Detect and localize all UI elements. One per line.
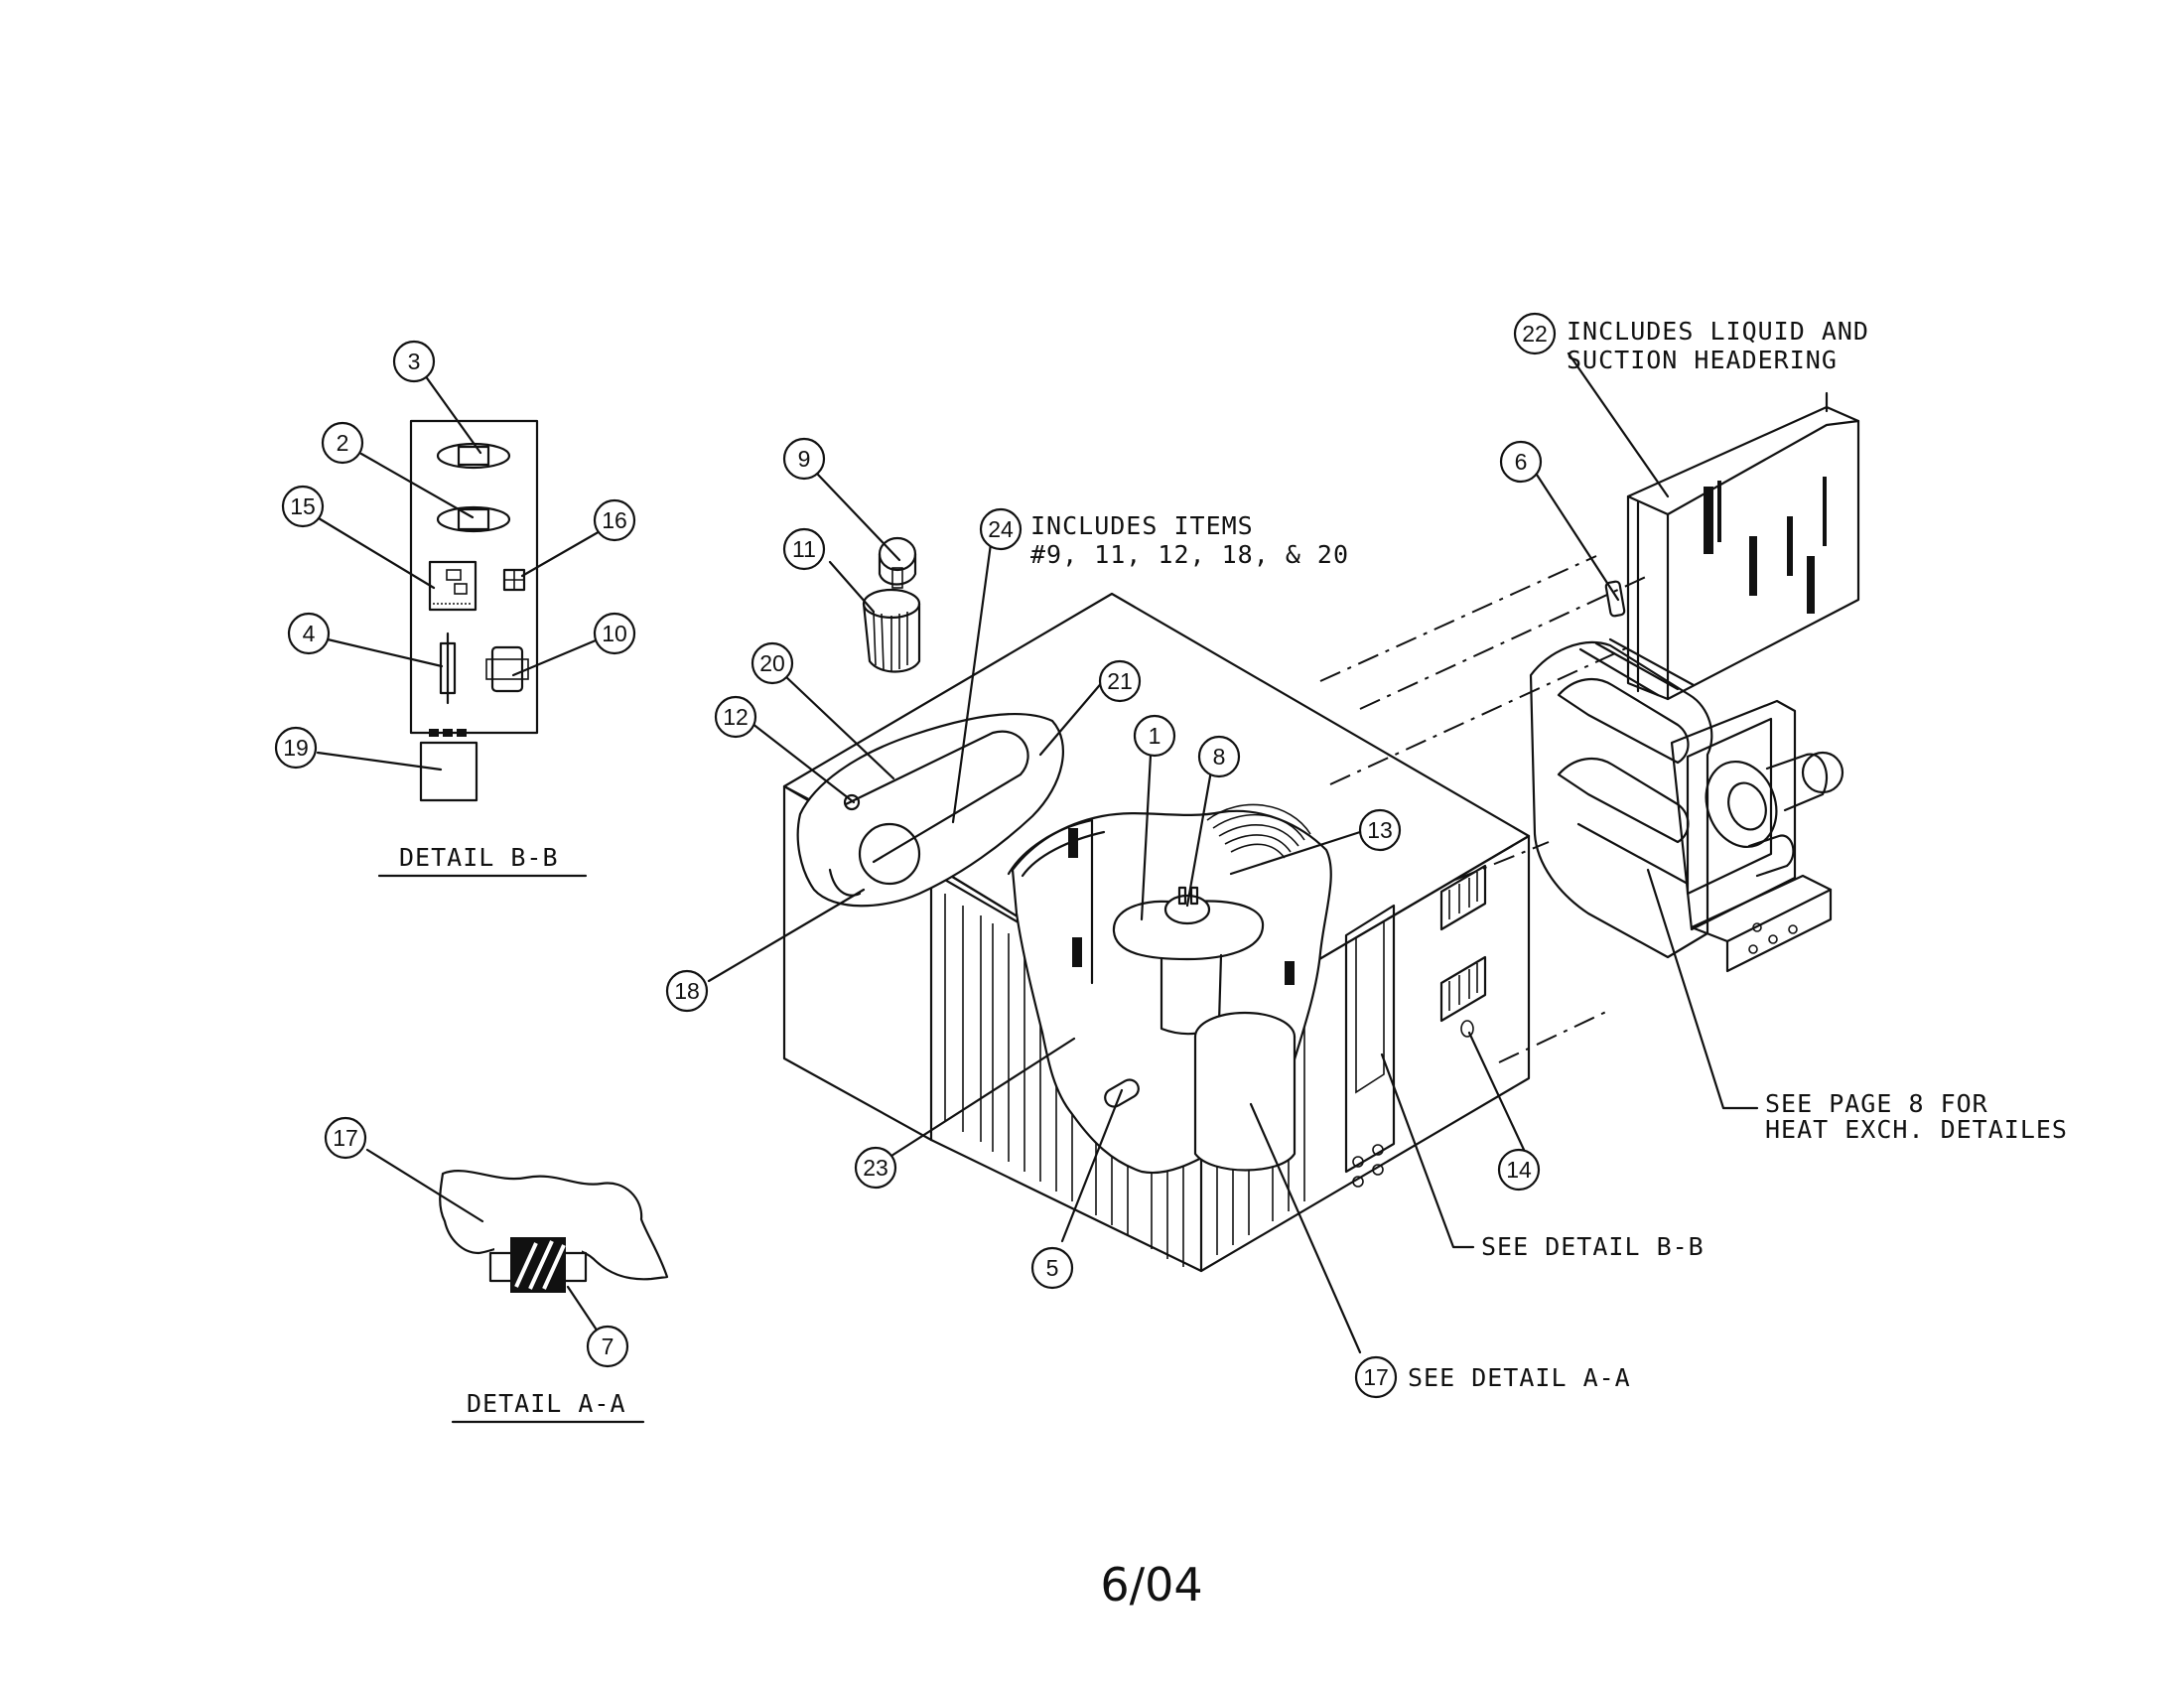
callout-24: 24 (979, 507, 1023, 551)
svg-text:23: 23 (863, 1155, 888, 1181)
access-panel (1344, 904, 1396, 1188)
svg-text:7: 7 (602, 1333, 614, 1359)
callout-3: 3 (392, 340, 436, 383)
callout-12: 12 (714, 695, 757, 739)
note-24-line2: #9, 11, 12, 18, & 20 (1030, 540, 1349, 569)
svg-text:22: 22 (1522, 321, 1548, 347)
svg-text:15: 15 (290, 493, 316, 519)
svg-text:4: 4 (303, 621, 316, 646)
svg-text:20: 20 (759, 650, 785, 676)
note-see-page8-line2: HEAT EXCH. DETAILES (1765, 1115, 2068, 1144)
detail-aa-title: DETAIL A-A (467, 1389, 626, 1418)
svg-text:9: 9 (798, 446, 811, 472)
detail-bb-title: DETAIL B-B (399, 843, 559, 872)
capacitor-part-19 (419, 729, 478, 802)
note-22-line2: SUCTION HEADERING (1567, 346, 1838, 374)
note-see-page8-line1: SEE PAGE 8 FOR (1765, 1089, 1988, 1118)
callout-10: 10 (593, 612, 636, 655)
note-see-detail-aa: SEE DETAIL A-A (1408, 1363, 1631, 1392)
callout-11: 11 (782, 527, 826, 571)
accumulator-tank (1193, 1011, 1297, 1172)
note-24-line1: INCLUDES ITEMS (1030, 511, 1254, 540)
callout-17-detail: 17 (324, 1116, 367, 1160)
svg-text:21: 21 (1107, 668, 1133, 694)
svg-text:17: 17 (1363, 1364, 1389, 1390)
leaders-detail-bb (316, 373, 611, 878)
detail-aa-mount (365, 1148, 669, 1424)
callout-22: 22 (1513, 312, 1557, 355)
fuse-part-4 (439, 632, 457, 705)
callout-7: 7 (586, 1325, 629, 1368)
main-unit-cabinet (782, 592, 1531, 1273)
callout-23: 23 (854, 1146, 897, 1190)
svg-text:11: 11 (792, 536, 816, 562)
leaders-main (707, 351, 1759, 1354)
svg-text:14: 14 (1506, 1157, 1532, 1183)
callout-6: 6 (1499, 440, 1543, 484)
callout-19: 19 (274, 726, 318, 770)
blower-motor-part-9 (878, 536, 917, 589)
note-see-detail-bb: SEE DETAIL B-B (1481, 1232, 1705, 1261)
evaporator-coil-part-22 (1604, 391, 1860, 701)
svg-text:8: 8 (1213, 744, 1226, 770)
svg-text:13: 13 (1367, 817, 1393, 843)
assembly-dash-lines (1319, 555, 1649, 1063)
callout-2: 2 (321, 421, 364, 465)
terminal-block-part-16 (502, 568, 526, 592)
svg-text:18: 18 (674, 978, 700, 1004)
callout-18: 18 (665, 969, 709, 1013)
callout-17-main: 17 (1354, 1355, 1398, 1399)
callout-1: 1 (1133, 714, 1176, 758)
contactor-part-10 (485, 645, 529, 693)
blower-assembly (796, 712, 1065, 908)
callout-8: 8 (1197, 735, 1241, 778)
callout-21: 21 (1098, 659, 1142, 703)
footer-date: 6/04 (1100, 1558, 1202, 1612)
control-board-part-15 (428, 560, 478, 612)
blower-wheel-part-11 (862, 588, 921, 673)
callout-9: 9 (782, 437, 826, 481)
svg-text:1: 1 (1149, 723, 1161, 749)
note-22-line1: INCLUDES LIQUID AND (1567, 317, 1869, 346)
heat-exchanger (1529, 637, 1844, 973)
svg-text:2: 2 (337, 430, 349, 456)
relay-part-2 (436, 505, 511, 533)
vent-grilles (1439, 864, 1487, 1038)
svg-text:17: 17 (333, 1125, 358, 1151)
callout-20: 20 (751, 641, 794, 685)
callout-5: 5 (1030, 1246, 1074, 1290)
relay-part-3 (436, 442, 511, 470)
svg-text:12: 12 (723, 704, 749, 730)
svg-text:6: 6 (1515, 449, 1528, 475)
svg-text:16: 16 (602, 507, 627, 533)
callout-14: 14 (1497, 1148, 1541, 1192)
callout-13: 13 (1358, 808, 1402, 852)
callout-15: 15 (281, 485, 325, 528)
svg-text:3: 3 (408, 349, 421, 374)
svg-text:19: 19 (283, 735, 309, 761)
detail-bb-panel (409, 419, 539, 802)
condenser-fan-part-13 (1206, 803, 1311, 859)
callout-16: 16 (593, 498, 636, 542)
filter-drier-part-5 (1104, 1078, 1140, 1108)
svg-text:24: 24 (988, 516, 1014, 542)
crankcase-heater-part-8 (1163, 886, 1211, 925)
svg-text:5: 5 (1046, 1255, 1059, 1281)
callout-4: 4 (287, 612, 331, 655)
svg-text:10: 10 (602, 621, 627, 646)
